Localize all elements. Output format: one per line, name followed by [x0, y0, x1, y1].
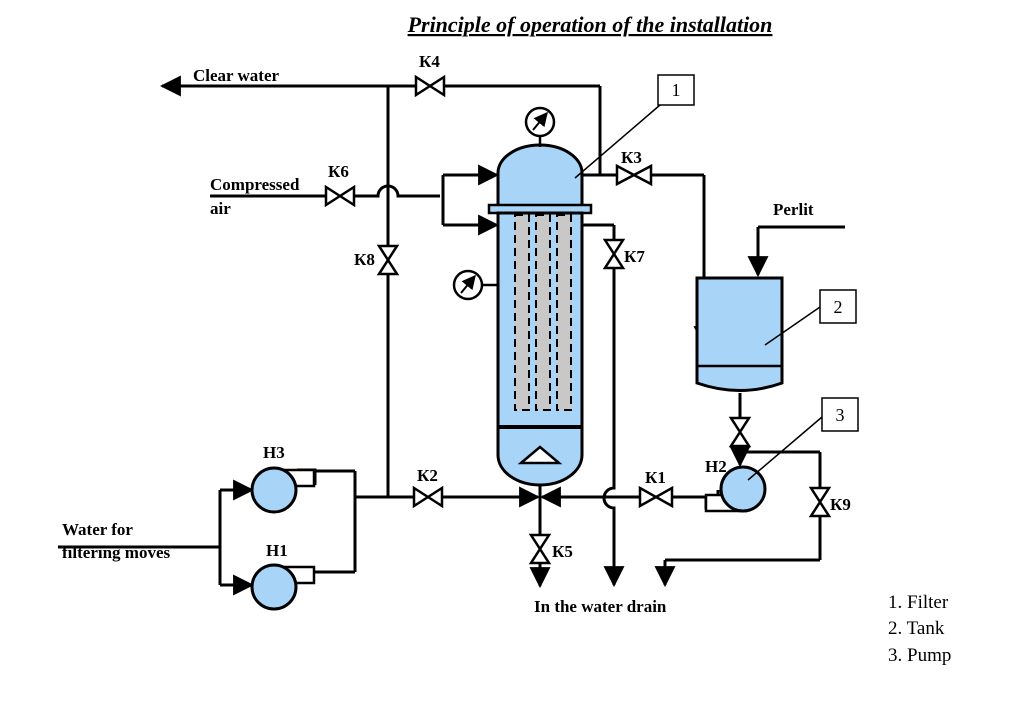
valve-k9-icon	[808, 486, 832, 518]
air-label: air	[210, 199, 231, 218]
valve-k5-label: К5	[552, 542, 573, 561]
water-for-label: Water for	[62, 520, 133, 539]
valve-tank-outlet-icon	[728, 416, 752, 448]
pump-h3-label: Н3	[263, 443, 285, 462]
pump-h2-label: Н2	[705, 457, 727, 476]
pressure-gauge-top-icon	[524, 106, 556, 147]
legend-item: 1. Filter	[888, 592, 949, 613]
callout-label: 2	[834, 297, 843, 317]
diagram-title: Principle of operation of the installati…	[407, 12, 773, 37]
pressure-gauge-side-icon	[452, 269, 498, 301]
pump-h3	[250, 466, 316, 514]
valve-k1-label: К1	[645, 468, 666, 487]
valve-k3-icon	[615, 163, 653, 187]
pump-h1-label: Н1	[266, 541, 288, 560]
tank	[695, 276, 784, 392]
valve-k8-label: К8	[354, 250, 375, 269]
legend: 1. Filter 2. Tank 3. Pump	[888, 592, 951, 666]
valve-k7-label: К7	[624, 247, 645, 266]
callout-filter: 1	[574, 74, 695, 179]
valve-k2-icon	[412, 485, 444, 509]
valve-k4-icon	[414, 74, 446, 98]
valve-k1-icon	[638, 485, 674, 509]
compressed-label: Compressed	[210, 175, 300, 194]
callout-label: 3	[836, 405, 845, 425]
pump-h2	[704, 465, 767, 513]
callout-label: 1	[672, 80, 681, 100]
callout-pump: 3	[747, 397, 859, 481]
legend-item: 3. Pump	[888, 645, 951, 666]
valve-k3-label: К3	[621, 148, 642, 167]
callout-tank: 2	[764, 289, 857, 346]
water-drain-label: In the water drain	[534, 597, 667, 616]
perlit-label: Perlit	[773, 200, 814, 219]
valve-k2-label: К2	[417, 466, 438, 485]
valve-k8-icon	[376, 244, 400, 276]
filter-vessel	[487, 143, 593, 487]
valve-k4-label: К4	[419, 52, 440, 71]
legend-item: 2. Tank	[888, 618, 945, 639]
valve-k6-label: К6	[328, 162, 349, 181]
valve-k9-label: К9	[830, 495, 851, 514]
clear-water-label: Clear water	[193, 66, 280, 85]
filtering-moves-label: filtering moves	[62, 543, 170, 562]
pump-h1	[250, 563, 316, 611]
valve-k6-icon	[324, 184, 356, 208]
valve-k5-icon	[528, 533, 552, 565]
valve-k7-icon	[602, 238, 626, 270]
